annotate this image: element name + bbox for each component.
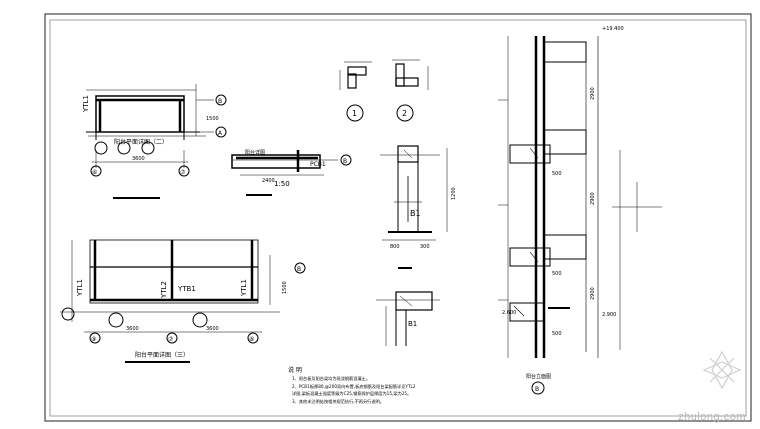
elevation-dim-500-a: 500 [552,171,562,177]
small-plan-label: 阳台详图 [245,149,265,156]
notes-line-2: 2、PCB1板厚80,@200双向布置,板底钢筋及阳台梁配筋详见YTL2 [292,383,416,390]
sheet-border [44,13,752,422]
elevation-top-level: +19.400 [602,26,624,32]
plan-bottom-slab-mark: YTB1 [177,285,196,293]
watermark-logo-icon [702,350,742,390]
plan-top-axis-a: A [218,130,223,137]
small-plan-axis: B [343,158,347,165]
plan-top-axis-b: B [218,98,222,105]
elevation-dim-2900-b: 2900 [590,192,596,205]
plan-top-axis-bottom-mid: ⑦ [180,169,186,176]
plan-bottom-dim-right: 3600 [206,326,219,332]
detail-bottom-mark: B1 [408,320,417,328]
plan-bottom-axis-right: ⑧ [249,336,254,343]
plan-top-dim-bottom: 3600 [132,156,145,162]
plan-bottom-beam-left: YTL1 [76,279,84,297]
plan-bottom-axis-circle: B [297,266,301,273]
detail-1-label: 1 [352,109,357,118]
plan-top [86,84,227,199]
elevation-dim-2900-a: 2900 [590,87,596,100]
section-mark: B1 [410,209,421,218]
elevation-level-low: 2.600 [502,310,516,316]
elevation-dim-500-c: 500 [552,331,562,337]
plan-bottom-dim-left: 3600 [126,326,139,332]
sheet-inner-border [49,19,747,417]
section-detail [380,145,448,269]
plan-top-beam-label: YTL1 [82,95,90,113]
notes-line-1: 1、阳台板及阳台梁均为现浇钢筋混凝土。 [292,375,370,382]
section-dim-b: 300 [420,244,430,250]
elevation-title: 阳台立面图 [526,373,551,380]
plan-bottom-dim-side: 1500 [282,281,288,294]
elevation [498,36,662,395]
small-plan-dim: 2400 [262,178,275,184]
plan-bottom-axis-mid: ⑦ [168,336,174,343]
plan-bottom-beam-right: YTL1 [240,279,248,297]
notes-heading: 说 明 [288,366,302,374]
detail-bottom [376,291,440,346]
detail-2-label: 2 [402,109,407,118]
elevation-dim-2900-c: 2900 [590,287,596,300]
elevation-dim-500-b: 500 [552,271,562,277]
small-plan-scale: 1:50 [274,180,290,188]
section-dim-c: 1200 [451,187,457,200]
elevation-level-mid: 2.900 [602,312,616,318]
plan-bottom [60,239,306,363]
plan-bottom-axis-left: ⑨ [91,336,96,343]
notes-line-4: 3、其他未注明处按相关规范执行,不再另行说明。 [292,398,384,405]
plan-bottom-title: 阳台平面详图（三） [135,351,189,359]
watermark-text: zhulong.com [678,411,746,423]
small-plan [231,150,352,196]
details-small [339,59,429,122]
notes-line-3: 详图,梁板混凝土强度等级为C25,钢筋保护层厚度为15,梁为25。 [292,390,411,397]
plan-top-title: 阳台平面详图（二） [114,138,168,146]
small-plan-mark: PCB1 [310,161,326,168]
plan-bottom-beam-mid: YTL2 [160,281,168,299]
plan-top-axis-bottom-left: ⑥ [92,169,97,176]
elevation-axis-bottom: B [535,386,539,393]
section-dim-a: 800 [390,244,400,250]
plan-top-dim-right: 1500 [206,116,219,122]
